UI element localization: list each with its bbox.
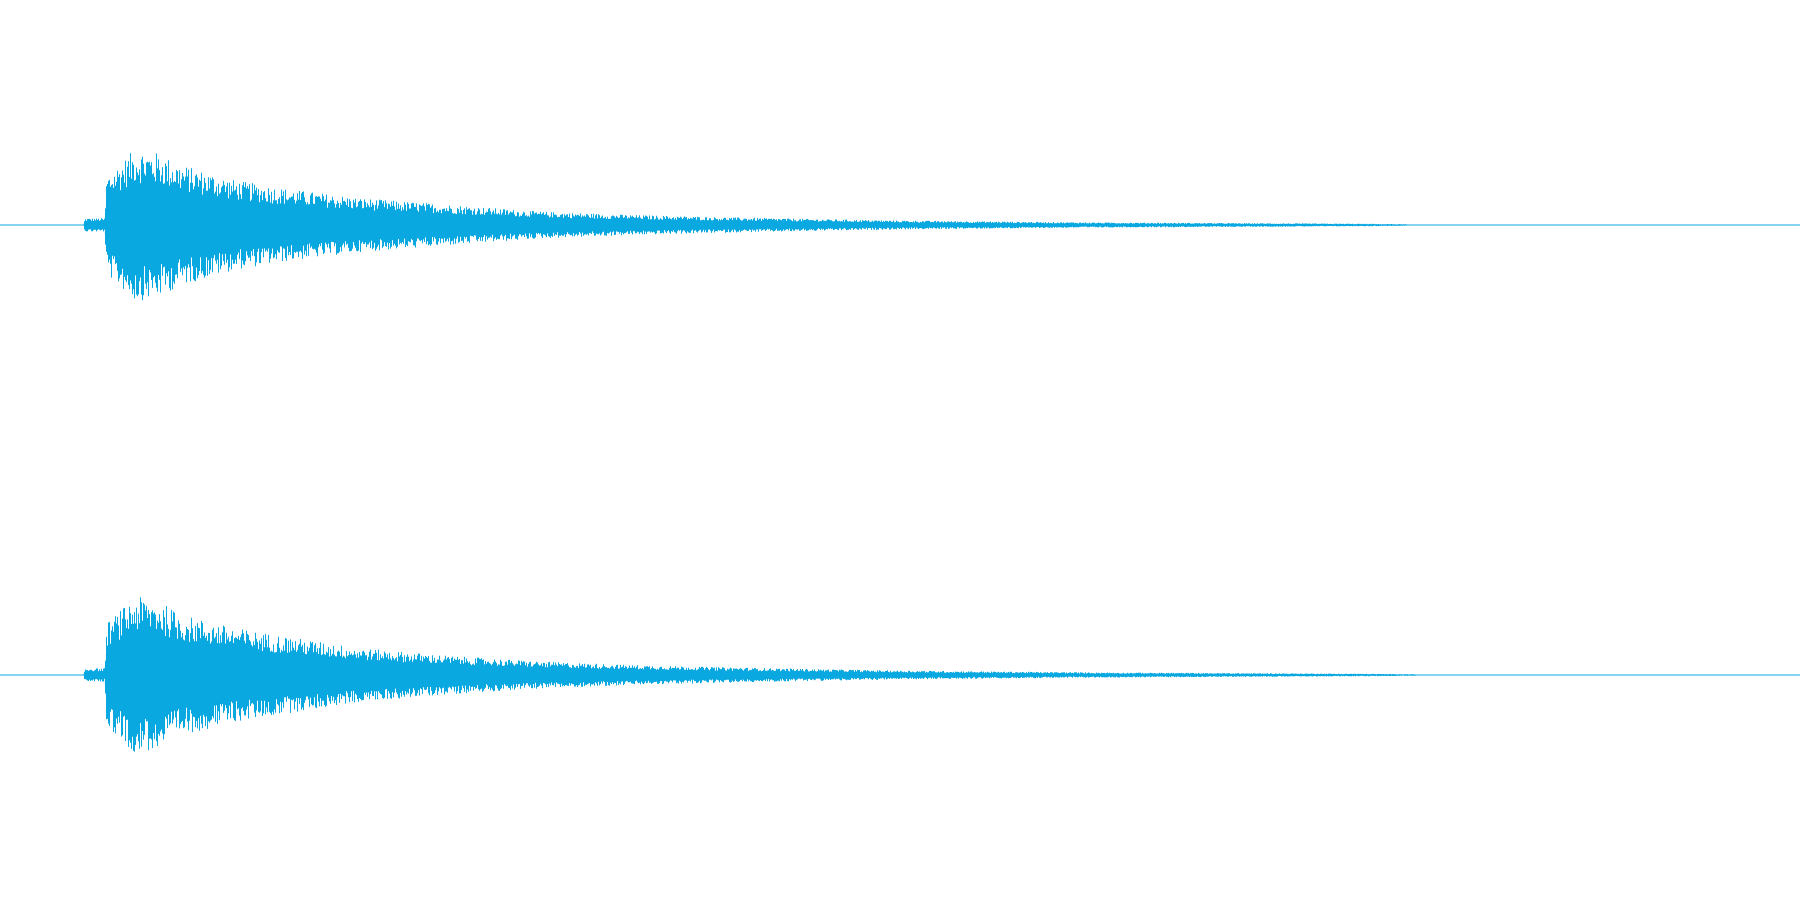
waveform-core (82, 639, 1422, 711)
channel-2-waveform (0, 597, 1800, 752)
waveform-core (82, 190, 1413, 260)
channel-1-waveform (0, 153, 1800, 301)
